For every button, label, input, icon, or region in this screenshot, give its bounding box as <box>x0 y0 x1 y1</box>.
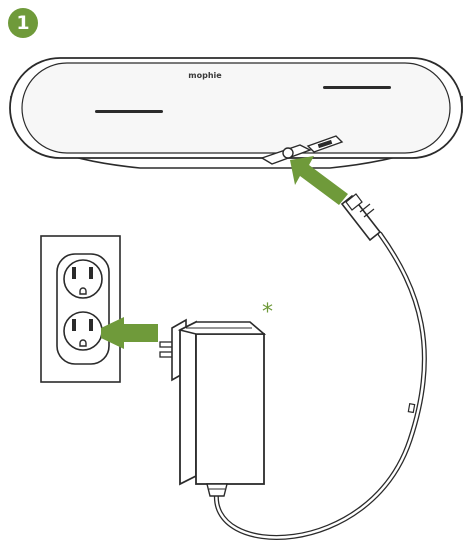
adapter-body <box>195 333 265 485</box>
outlet-bottom-receptacle <box>63 311 103 351</box>
cable-tie <box>407 403 416 414</box>
adapter-strain-relief <box>206 483 228 497</box>
charging-pad: mophie <box>9 57 463 169</box>
adapter-side <box>179 320 197 486</box>
footnote-asterisk: * <box>262 300 273 325</box>
step-number: 1 <box>16 11 30 34</box>
brand-logo: mophie <box>188 71 222 80</box>
pad-top-surface <box>21 62 451 154</box>
outlet-top-receptacle <box>63 259 103 299</box>
step-number-badge: 1 <box>8 8 38 38</box>
pad-ports <box>260 135 344 165</box>
dc-plug <box>340 193 382 242</box>
left-charging-zone-indicator <box>95 110 163 113</box>
dc-power-port <box>282 147 294 159</box>
green-arrow-right-icon <box>290 156 348 205</box>
power-adapter <box>159 318 267 497</box>
right-charging-zone-indicator <box>323 86 391 89</box>
power-cable <box>215 232 426 539</box>
green-arrow-left-icon <box>101 317 158 349</box>
wall-outlet <box>40 235 121 383</box>
